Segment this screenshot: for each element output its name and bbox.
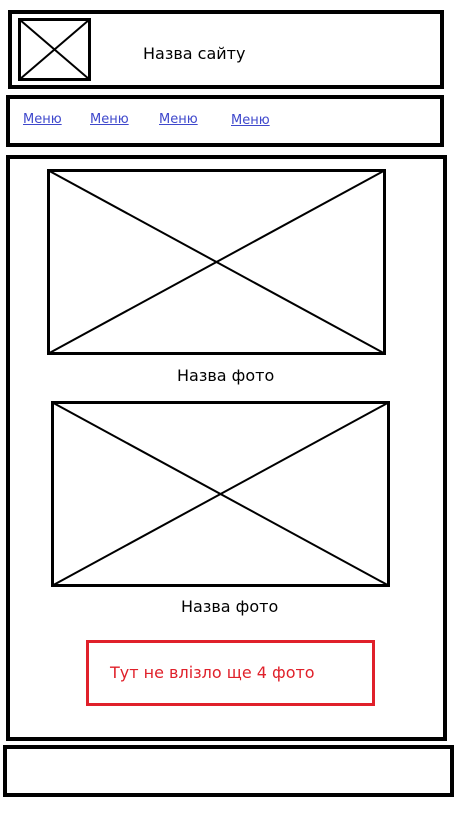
photo-caption: Назва фото <box>181 597 279 616</box>
image-placeholder-icon <box>18 18 91 81</box>
nav-menu-link-4[interactable]: Меню <box>231 113 270 128</box>
nav-menu-link-2[interactable]: Меню <box>90 112 129 127</box>
nav-menu-link-1[interactable]: Меню <box>23 112 62 127</box>
footer <box>3 745 454 797</box>
nav-bar <box>6 95 444 147</box>
note-box <box>86 640 375 706</box>
site-title: Назва сайту <box>143 44 246 63</box>
photo-placeholder-icon <box>47 169 386 355</box>
photo-caption: Назва фото <box>177 366 275 385</box>
nav-menu-link-3[interactable]: Меню <box>159 112 198 127</box>
note-text: Тут не влізло ще 4 фото <box>110 663 315 682</box>
header <box>8 10 444 89</box>
photo-placeholder-icon <box>51 401 390 587</box>
